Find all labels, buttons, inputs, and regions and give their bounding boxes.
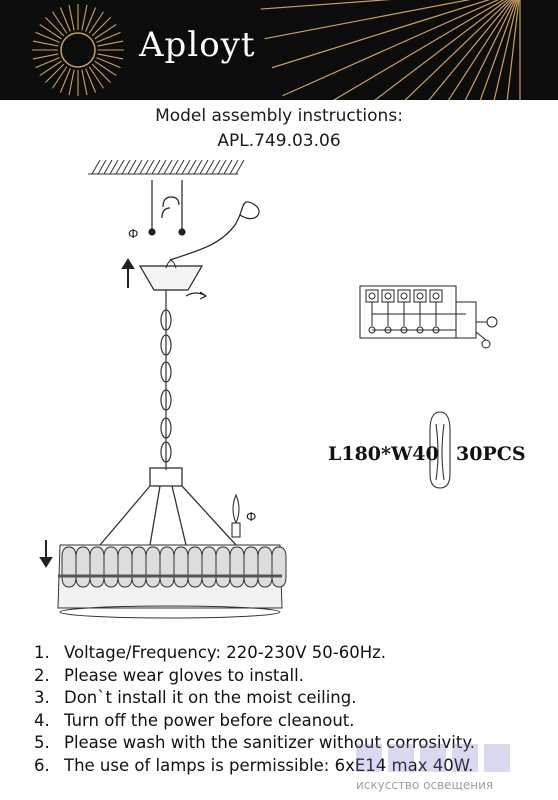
crystal-quantity: 30PCS <box>456 443 526 465</box>
svg-text:Ф: Ф <box>246 510 256 524</box>
page-title: Model assembly instructions: <box>155 106 403 126</box>
screw-icon <box>148 180 186 236</box>
watermark-caption: искусство освещения <box>356 778 494 792</box>
wire-icon <box>169 201 260 261</box>
assembly-diagram: Ф Ф <box>39 159 498 619</box>
candle-bulb-icon <box>231 493 241 538</box>
instructions-list: 1.Voltage/Frequency: 220-230V 50-60Hz. 2… <box>34 642 475 777</box>
crystal-dimensions: L180*W40 <box>328 443 439 465</box>
crystal-pendant-icon <box>429 411 451 489</box>
list-item: 4.Turn off the power before cleanout. <box>34 710 355 730</box>
watermark-logo-icon <box>356 744 510 772</box>
brand-header: Aployt <box>0 0 558 100</box>
chandelier-frame-icon <box>99 467 237 546</box>
wiring-schematic-icon <box>359 285 498 349</box>
sunburst-logo-icon <box>32 0 521 100</box>
chain-icon <box>160 290 172 470</box>
model-number: APL.749.03.06 <box>217 131 341 151</box>
arrow-down-icon <box>39 540 53 568</box>
arrow-up-icon <box>121 258 135 288</box>
screw-symbol-icon: Ф <box>128 227 138 241</box>
brand-logo: Aployt <box>139 25 256 65</box>
list-item: 2.Please wear gloves to install. <box>34 665 304 685</box>
ceiling-icon <box>88 159 245 175</box>
rotate-arrow-icon <box>185 291 208 300</box>
canopy-icon <box>138 265 204 291</box>
crystal-drum-icon <box>57 544 287 619</box>
list-item: 3.Don`t install it on the moist ceiling. <box>34 688 357 707</box>
list-item: 1.Voltage/Frequency: 220-230V 50-60Hz. <box>34 643 387 662</box>
list-item: 6.The use of lamps is permissible: 6xE14… <box>34 755 474 775</box>
list-item: 5.Please wash with the sanitizer without… <box>34 733 476 752</box>
